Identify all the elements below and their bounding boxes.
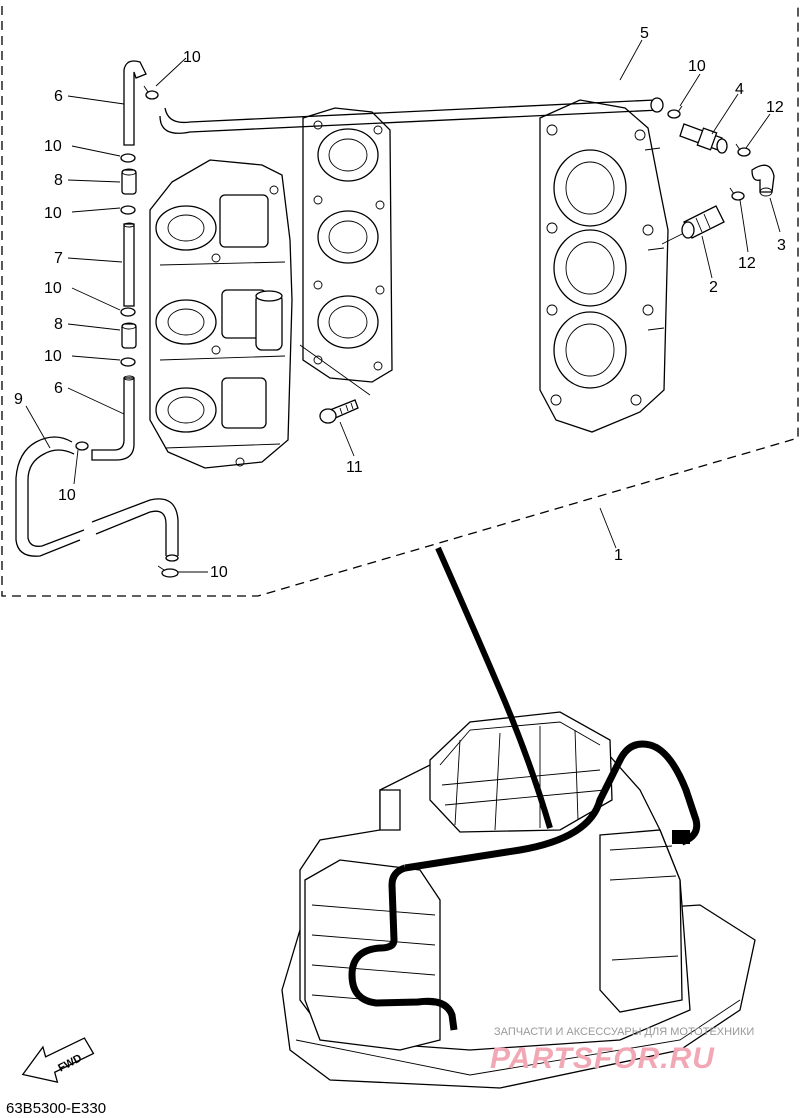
callout-12-top: 12 — [766, 99, 784, 116]
hose-5 — [159, 97, 664, 134]
diagram-code: 63B5300-E330 — [6, 1100, 106, 1117]
callout-2: 2 — [709, 279, 718, 296]
callout-7: 7 — [54, 250, 63, 267]
fitting-2 — [661, 205, 725, 245]
callout-6-top: 6 — [54, 88, 63, 105]
callout-6-lower: 6 — [54, 380, 63, 397]
callout-11: 11 — [346, 459, 363, 476]
carburetor-assembly — [149, 159, 293, 469]
watermark-tagline: ЗАПЧАСТИ И АКСЕССУАРЫ ДЛЯ МОТОТЕХНИКИ — [494, 1026, 754, 1038]
detail-frame — [1, 6, 799, 597]
fwd-arrow-icon: FWD — [21, 1037, 95, 1083]
callout-8-top: 8 — [54, 172, 63, 189]
watermark-brand: PARTSFOR.RU — [490, 1042, 715, 1075]
callout-4: 4 — [735, 81, 744, 98]
fitting-4 — [679, 123, 728, 154]
callout-12-lower: 12 — [738, 255, 756, 272]
callout-3: 3 — [777, 237, 786, 254]
callout-10-b: 10 — [44, 138, 62, 155]
callout-10-g: 10 — [210, 564, 228, 581]
callout-5: 5 — [640, 25, 649, 42]
hose-9 — [15, 436, 179, 578]
leader-lines — [25, 39, 781, 573]
clamps-12 — [729, 143, 751, 201]
callout-10-a: 10 — [183, 49, 201, 66]
hose-3 — [751, 164, 775, 197]
callout-8-lower: 8 — [54, 316, 63, 333]
callout-9: 9 — [14, 391, 23, 408]
callout-1: 1 — [614, 547, 623, 564]
callout-10-h: 10 — [688, 58, 706, 75]
callout-10-f: 10 — [58, 487, 76, 504]
callout-10-d: 10 — [44, 280, 62, 297]
intake-gasket-plate — [299, 107, 393, 396]
bolt — [319, 399, 359, 424]
callout-10-c: 10 — [44, 205, 62, 222]
highlighted-hose-route — [348, 546, 701, 1031]
callout-numbers: 1 2 3 4 5 6 6 7 8 8 9 10 10 10 10 10 10 … — [14, 25, 786, 581]
cylinder-block — [539, 99, 669, 433]
hose-stack-left — [75, 60, 147, 461]
clamps-10-top — [143, 85, 683, 119]
outboard-engine — [281, 711, 756, 1089]
callout-10-e: 10 — [44, 348, 62, 365]
